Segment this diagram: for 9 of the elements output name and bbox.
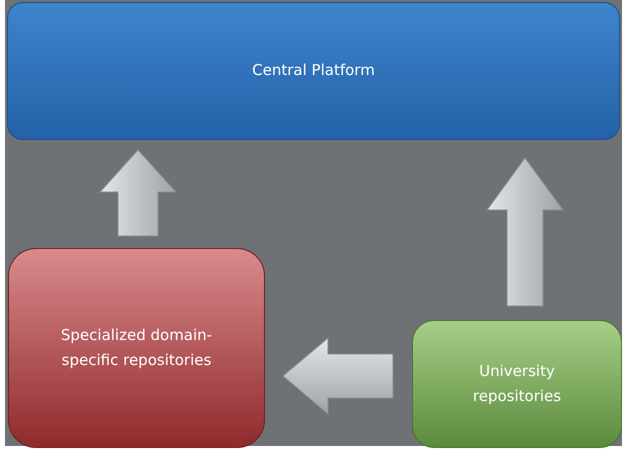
box-label: Specialized domain-specific repositories xyxy=(60,324,214,371)
block-arrow xyxy=(282,336,394,416)
block-arrow xyxy=(98,149,178,236)
block-arrow xyxy=(486,157,564,306)
box-label: University repositories xyxy=(472,360,562,407)
box-label: Central Platform xyxy=(252,60,375,82)
process-box xyxy=(8,248,265,448)
process-box xyxy=(7,2,620,140)
process-box xyxy=(412,320,622,448)
